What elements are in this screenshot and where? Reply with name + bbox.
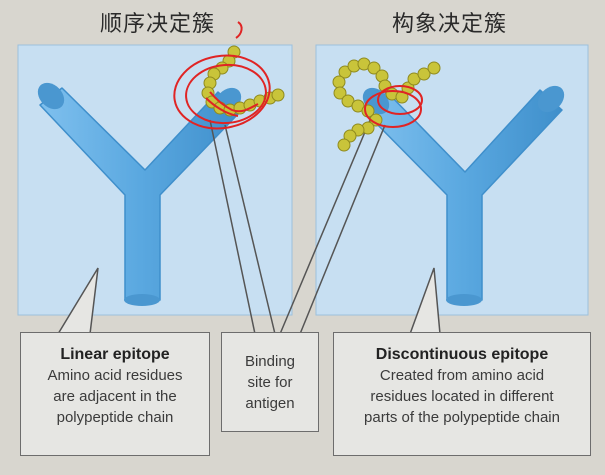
callout-binding-line: Binding — [244, 353, 296, 370]
callout-binding-line: antigen — [245, 395, 295, 412]
callout-discontinuous-line: residues located in different — [370, 388, 554, 405]
callout-linear-title: Linear epitope — [60, 346, 170, 363]
discontinuous-bead-chain — [332, 57, 441, 152]
callout-linear-line: are adjacent in the — [53, 388, 177, 405]
callout-linear-line: Amino acid residues — [47, 367, 183, 384]
left-antibody — [37, 82, 242, 306]
callout-binding-line: site for — [247, 374, 293, 391]
right-antibody — [362, 85, 565, 306]
callout-discontinuous-line: Created from amino acid — [379, 367, 545, 384]
callout-linear-epitope: Linear epitope Amino acid residues are a… — [20, 332, 210, 456]
callout-discontinuous-epitope: Discontinuous epitope Created from amino… — [333, 332, 591, 456]
callout-binding-site: Binding site for antigen — [221, 332, 319, 432]
red-annotations — [173, 21, 423, 130]
heading-conformational-determinant: 构象决定簇 — [392, 12, 508, 37]
callout-discontinuous-title: Discontinuous epitope — [375, 346, 549, 363]
callout-discontinuous-line: parts of the polypeptide chain — [364, 409, 560, 426]
callout-linear-line: polypeptide chain — [56, 409, 174, 426]
heading-sequential-determinant: 顺序决定簇 — [100, 12, 216, 37]
